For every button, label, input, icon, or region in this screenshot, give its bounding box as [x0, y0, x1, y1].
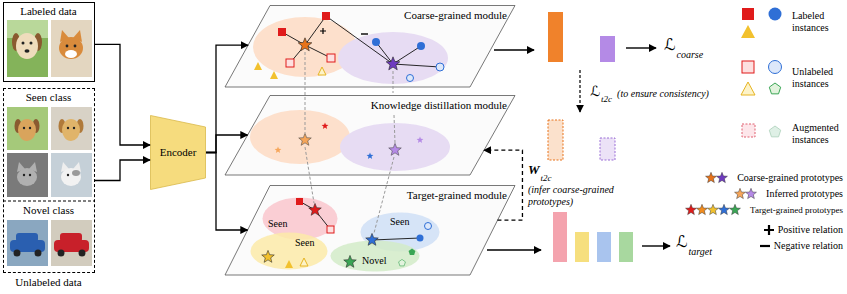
node-text: Knowledge distillation module	[371, 99, 507, 112]
module-plane: Target-grained moduleSeenSeenSeenNovel	[225, 185, 515, 275]
loss-symbol: ℒ	[676, 233, 688, 251]
cluster-ellipse: Novel	[330, 240, 420, 272]
ellipse-shape	[251, 233, 328, 270]
legend-text: Target-grained prototypes	[750, 205, 843, 215]
node-text: Seen	[390, 216, 409, 228]
node-text: Encoder	[160, 146, 197, 159]
legend-row: Negative relation	[759, 240, 843, 252]
legend-symbol	[733, 187, 763, 201]
node-text: Seen	[295, 237, 314, 249]
encoder-trapezoid: Encoder	[150, 115, 206, 190]
legend-text: Negative relation	[774, 240, 843, 252]
legend-text: Coarse-grained prototypes	[737, 172, 843, 184]
legend-row: Coarse-grained prototypes	[704, 171, 843, 185]
ellipse-shape	[331, 241, 420, 272]
connector	[95, 160, 150, 181]
plane-shape	[225, 186, 515, 276]
legend-symbol	[684, 203, 747, 217]
legend-row: Positive relation	[763, 224, 843, 236]
loss-subscript: target	[689, 246, 713, 258]
data-box: Seen classNovel classUnlabeled data	[3, 88, 95, 273]
legend-text: Positive relation	[778, 224, 843, 236]
legend-text: Augmented instances	[792, 122, 845, 145]
node-text: Novel class	[4, 204, 93, 217]
node-text: Seen	[268, 218, 287, 230]
plane-shape	[225, 96, 515, 176]
loss-subscript: coarse	[677, 49, 704, 61]
legend-symbol	[763, 224, 775, 236]
legend-text: Labeled instances	[792, 10, 845, 33]
photo-cat	[51, 20, 92, 77]
photo-novel	[7, 220, 92, 266]
node-text: Unlabeled data	[4, 276, 93, 289]
cluster-ellipse: Seen	[262, 197, 338, 240]
legend-symbol	[737, 6, 789, 40]
photo-dog	[7, 20, 48, 77]
loss-flow	[487, 12, 670, 262]
node-text: Novel	[362, 255, 386, 267]
node-text: Target-grained module	[407, 189, 507, 202]
node-text: Labeled data	[4, 5, 93, 18]
data-box: Labeled data	[3, 2, 95, 82]
cluster-ellipse: Seen	[250, 232, 328, 270]
legend-row: Target-grained prototypes	[684, 203, 843, 217]
node-text: Coarse-grained module	[404, 9, 507, 22]
trapezoid-shape	[151, 116, 206, 190]
legend-symbol	[737, 58, 789, 98]
separator-line	[3, 201, 95, 202]
legend-text: Inferred prototypes	[766, 188, 843, 200]
note-text: (infer coarse-grained prototypes)	[528, 184, 638, 207]
legend-symbol	[759, 240, 771, 252]
legend-text: Unlabeled instances	[792, 66, 845, 89]
loss-symbol: ℒ	[664, 36, 676, 54]
node-text: Seen class	[4, 91, 93, 104]
ellipse-shape	[263, 198, 338, 240]
plane-shape	[225, 6, 515, 88]
weight-symbol: W	[528, 163, 540, 178]
photo-seen	[7, 107, 92, 197]
cluster-ellipse: Seen	[360, 212, 440, 252]
loss-subscript: t2c	[601, 94, 612, 104]
connector	[95, 44, 150, 145]
note-text: (to ensure consistency)	[617, 88, 709, 100]
loss-symbol: ℒ	[590, 83, 600, 99]
legend-symbol	[704, 171, 734, 185]
legend-row: Inferred prototypes	[733, 187, 843, 201]
module-plane: Knowledge distillation module	[225, 95, 515, 175]
legend-symbol	[737, 120, 789, 146]
weight-subscript: t2c	[541, 173, 552, 183]
ell-outline	[250, 232, 328, 270]
module-plane: Coarse-grained module	[225, 5, 515, 87]
